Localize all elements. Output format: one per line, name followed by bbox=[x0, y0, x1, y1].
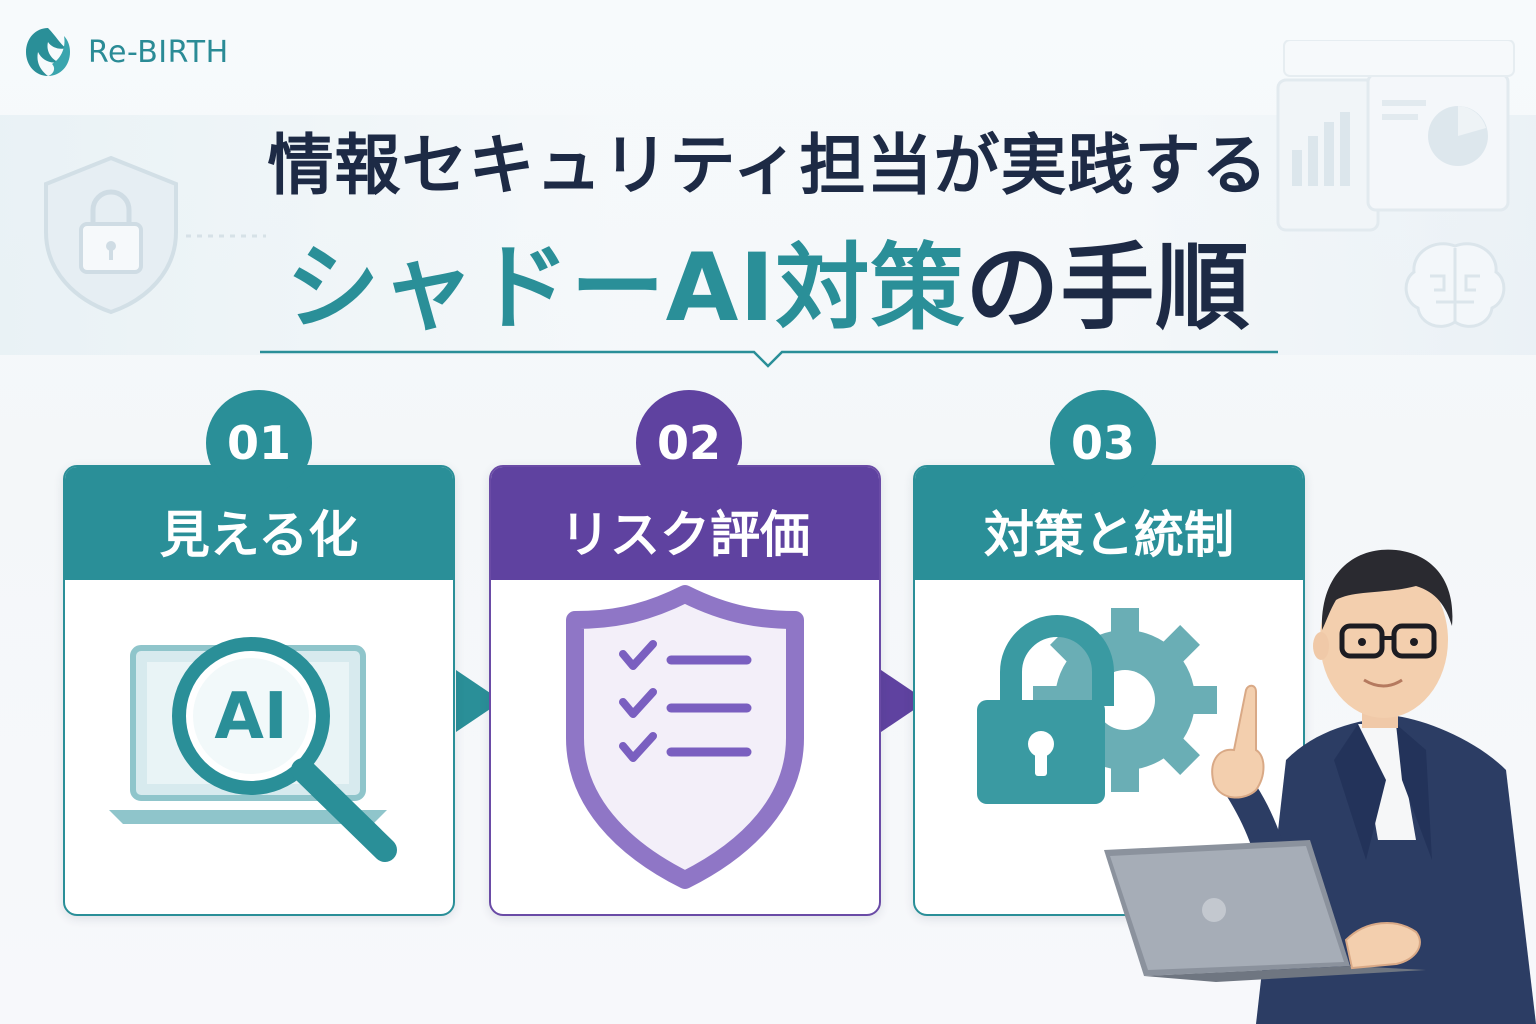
shield-checklist-icon bbox=[566, 585, 804, 889]
lock-gear-icon bbox=[977, 608, 1217, 804]
step-number-03: 03 bbox=[1050, 390, 1156, 496]
shield-lock-icon bbox=[44, 155, 178, 315]
dashboard-chart-icon bbox=[1276, 40, 1515, 232]
page-title-accent: シャドーAI対策 bbox=[285, 234, 966, 343]
dotted-connector bbox=[186, 234, 266, 238]
laptop-magnifier-ai-icon: AI bbox=[109, 637, 397, 862]
step-arrow-1 bbox=[456, 670, 502, 732]
phoenix-logo-icon bbox=[26, 28, 70, 76]
step-number-01: 01 bbox=[206, 390, 312, 496]
brain-circuit-icon bbox=[1404, 242, 1506, 328]
step-card-risk-assessment[interactable]: リスク評価 bbox=[489, 465, 881, 916]
page-title-line1: 情報セキュリティ担当が実践する bbox=[267, 127, 1269, 204]
step-number-02: 02 bbox=[636, 390, 742, 496]
page-title-suffix: の手順 bbox=[965, 234, 1251, 343]
page-title-line2: シャドーAI対策の手順 bbox=[0, 212, 1536, 348]
step-arrow-2 bbox=[881, 670, 927, 732]
title-divider bbox=[260, 350, 1278, 368]
person-with-laptop-illustration bbox=[1104, 549, 1536, 1024]
brand-logo[interactable]: Re-BIRTH bbox=[18, 24, 229, 80]
ai-label: AI bbox=[214, 680, 287, 754]
brand-name: Re-BIRTH bbox=[88, 34, 229, 70]
step-title-risk-assessment: リスク評価 bbox=[491, 467, 879, 580]
step-card-visualize[interactable]: 見える化 AI bbox=[63, 465, 455, 916]
step-card-controls-governance[interactable]: 対策と統制 bbox=[913, 465, 1305, 916]
